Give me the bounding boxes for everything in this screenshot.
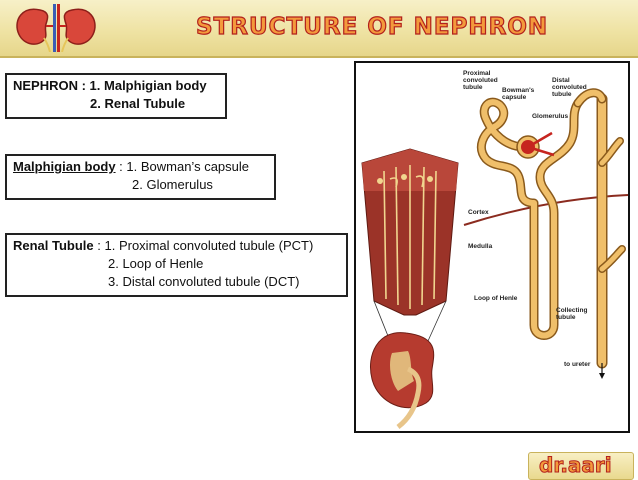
tubule-item-2: 2. Loop of Henle: [108, 256, 204, 271]
brand-badge: dr.aari: [528, 452, 634, 480]
brand-text: dr.aari: [539, 453, 613, 478]
malphigian-item-1: : 1. Bowman’s capsule: [115, 159, 250, 174]
nephron-diagram: Proximal convoluted tubule Bowman's caps…: [354, 61, 630, 433]
label-bowman: Bowman's capsule: [502, 87, 535, 101]
label-loop: Loop of Henle: [474, 295, 518, 302]
label-ureter: to ureter: [564, 361, 591, 368]
nephron-heading: NEPHRON : 1. Malphigian body: [13, 78, 207, 93]
kidney-icon: [16, 4, 96, 52]
nephron-box: NEPHRON : 1. Malphigian body 2. Renal Tu…: [5, 73, 227, 119]
tubule-term: Renal Tubule: [13, 238, 94, 253]
malphigian-term: Malphigian body: [13, 159, 116, 174]
label-glomerulus: Glomerulus: [532, 113, 569, 120]
label-collecting: Collecting tubule: [556, 307, 588, 321]
tubule-item-1: : 1. Proximal convoluted tubule (PCT): [93, 238, 314, 253]
label-cortex: Cortex: [468, 209, 489, 216]
header-banner: STRUCTURE OF NEPHRON: [0, 0, 638, 58]
tubule-item-3: 3. Distal convoluted tubule (DCT): [108, 274, 300, 289]
malphigian-item-2: 2. Glomerulus: [132, 177, 213, 192]
nephron-item-2: 2. Renal Tubule: [90, 96, 186, 111]
label-pct: Proximal convoluted tubule: [463, 70, 498, 91]
label-dct: Distal convoluted tubule: [552, 77, 587, 98]
page-title: STRUCTURE OF NEPHRON: [195, 13, 549, 40]
malphigian-box: Malphigian body : 1. Bowman’s capsule 2.…: [5, 154, 276, 200]
nephron-illustration: [361, 88, 628, 429]
renal-tubule-box: Renal Tubule : 1. Proximal convoluted tu…: [5, 233, 348, 297]
label-medulla: Medulla: [468, 243, 493, 250]
